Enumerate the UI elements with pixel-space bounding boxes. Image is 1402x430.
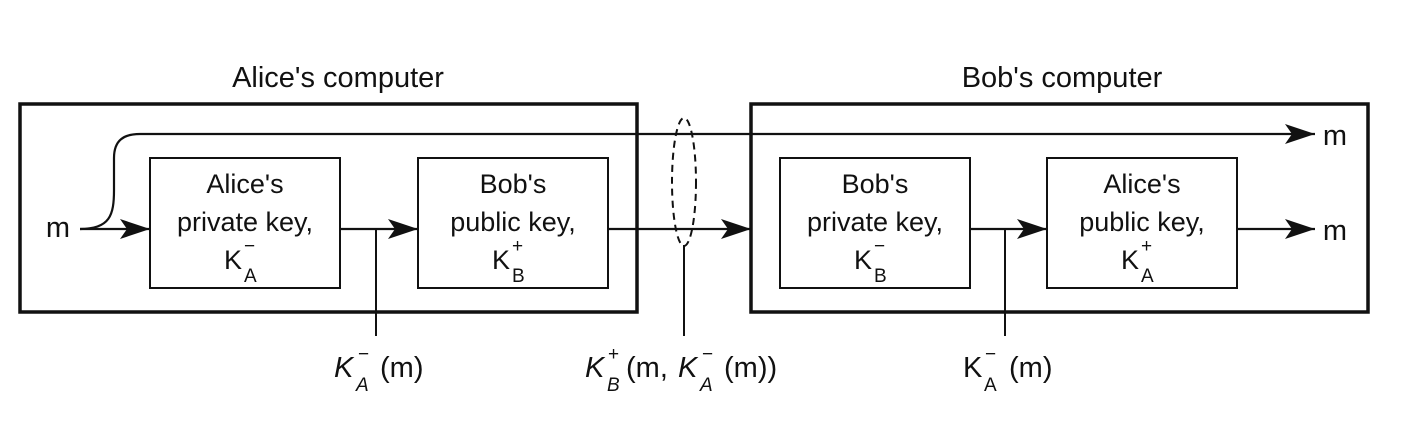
tap-channel-sub: B (607, 375, 620, 396)
alice-private-key-symbol: K (224, 245, 242, 275)
alice-private-line2: private key, (177, 207, 313, 237)
alice-private-line1: Alice's (206, 169, 283, 199)
channel-ellipse (671, 117, 697, 247)
tap-alice-arg: (m) (380, 352, 423, 384)
tap-channel-key2: K (678, 352, 699, 384)
tap-channel-sup: + (608, 344, 619, 365)
bob-public-line2: public key, (450, 207, 576, 237)
alice-computer-frame (18, 102, 639, 314)
bob-public-key-sup: + (512, 236, 523, 257)
alice-public-key-sub: A (1141, 266, 1154, 287)
tap-alice-sup: − (358, 344, 369, 365)
alice-public-line1: Alice's (1103, 169, 1180, 199)
bob-private-line1: Bob's (842, 169, 909, 199)
alice-public-key-symbol: K (1121, 245, 1139, 275)
tap-channel-key: K (585, 352, 606, 384)
alice-private-key-box (149, 157, 341, 289)
tap-channel-open: (m, (626, 352, 668, 384)
alice-private-key-sup: − (244, 236, 255, 257)
alice-public-key-box (1046, 157, 1238, 289)
alice-private-key-sub: A (244, 266, 257, 287)
bob-private-key-sub: B (874, 266, 887, 287)
alice-public-key-sup: + (1141, 236, 1152, 257)
output-m-top-label: m (1323, 120, 1347, 152)
alice-public-line2: public key, (1079, 207, 1205, 237)
input-m-label: m (46, 212, 70, 244)
tap-channel-arg: (m)) (724, 352, 777, 384)
bob-public-key-box (417, 157, 609, 289)
tap-bob-arg: (m) (1009, 352, 1052, 384)
alice-computer-title: Alice's computer (232, 62, 444, 94)
bob-computer-frame (749, 102, 1370, 314)
bob-private-key-box (779, 157, 971, 289)
bob-computer-title: Bob's computer (962, 62, 1163, 94)
tap-bob-key: K (963, 352, 983, 384)
bob-public-key-symbol: K (492, 245, 510, 275)
tap-alice-sub: A (355, 375, 369, 396)
tap-bob-sup: − (985, 344, 996, 365)
tap-channel-sub2: A (699, 375, 713, 396)
bob-private-key-symbol: K (854, 245, 872, 275)
bob-private-key-sup: − (874, 236, 885, 257)
output-m-right-label: m (1323, 215, 1347, 247)
arrow-m-bypass-top (79, 124, 1315, 231)
tap-channel-sup2: − (702, 344, 713, 365)
bob-public-key-sub: B (512, 266, 525, 287)
bob-public-line1: Bob's (480, 169, 547, 199)
bob-private-line2: private key, (807, 207, 943, 237)
tap-bob-sub: A (984, 375, 997, 396)
tap-alice-key: K (334, 352, 355, 384)
